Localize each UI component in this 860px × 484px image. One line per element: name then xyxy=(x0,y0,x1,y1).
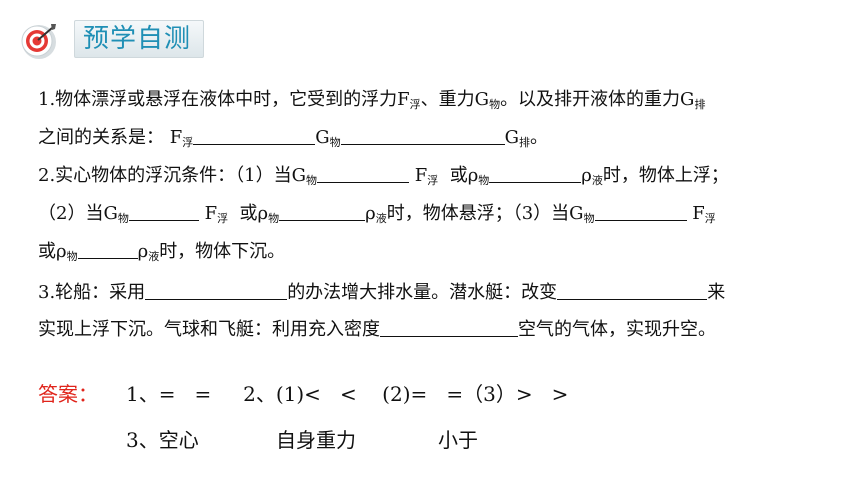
subscript: 排 xyxy=(519,136,530,149)
q2-text: ρ xyxy=(365,203,376,224)
answer-blank[interactable] xyxy=(489,164,582,183)
q1-text: G xyxy=(315,127,330,148)
answer-3-b: 自身重力 xyxy=(276,428,356,452)
page-title: 预学自测 xyxy=(83,24,192,54)
q1-text: 之间的关系是： F xyxy=(38,127,183,148)
answer-blank[interactable] xyxy=(340,126,505,145)
answer-3-a: 3、空心 xyxy=(126,428,199,452)
q1-text: 。 xyxy=(530,127,548,148)
q1-text: 1.物体漂浮或悬浮在液体中时，它受到的浮力F xyxy=(38,89,410,110)
subscript: 物 xyxy=(268,212,280,225)
q2-text: 2.实心物体的浮沉条件：（1）当G xyxy=(38,165,307,186)
subscript: 物 xyxy=(489,98,501,111)
answer-3-c: 小于 xyxy=(438,428,478,452)
answer-label: 答案： xyxy=(38,382,98,406)
q2-text: 或ρ xyxy=(239,203,269,224)
subscript: 物 xyxy=(117,212,129,225)
answer-line-1: 1、= = 2、(1)< < (2)= =（3）> > xyxy=(126,382,569,406)
subscript: 浮 xyxy=(409,98,421,111)
answer-blank[interactable] xyxy=(145,281,288,300)
q3-text: 实现上浮下沉。气球和飞艇：利用充入密度 xyxy=(38,319,380,340)
subscript: 物 xyxy=(478,174,490,187)
answer-blank[interactable] xyxy=(128,202,199,221)
subscript: 物 xyxy=(66,250,78,263)
q3-text: 3.轮船：采用 xyxy=(38,282,146,303)
target-icon xyxy=(21,24,56,59)
answer-blank[interactable] xyxy=(193,126,316,145)
answer-blank[interactable] xyxy=(279,202,366,221)
subscript: 物 xyxy=(583,212,595,225)
subscript: 液 xyxy=(375,212,387,225)
answer-blank[interactable] xyxy=(317,164,410,183)
subscript: 物 xyxy=(329,136,341,149)
question-1-line-1: 1.物体漂浮或悬浮在液体中时，它受到的浮力F浮、重力G物。以及排开液体的重力G排 xyxy=(38,88,848,112)
question-2-line-3: 或ρ物 ρ液时，物体下沉。 xyxy=(38,240,848,264)
subscript: 浮 xyxy=(217,212,229,225)
answer-blank[interactable] xyxy=(77,240,138,259)
q2-text: （2）当G xyxy=(38,203,118,224)
answer-blank[interactable] xyxy=(557,281,708,300)
answer-blank[interactable] xyxy=(380,318,518,337)
subscript: 浮 xyxy=(427,174,439,187)
q2-text: ρ xyxy=(581,165,592,186)
q3-text: 的办法增大排水量。潜水艇：改变 xyxy=(287,282,558,303)
subscript: 液 xyxy=(148,250,160,263)
q2-text: 或ρ xyxy=(449,165,479,186)
q1-text: 。以及排开液体的重力G xyxy=(500,89,695,110)
subscript: 浮 xyxy=(182,136,194,149)
q2-text: F xyxy=(414,165,428,186)
q2-text: ρ xyxy=(137,241,149,262)
q3-text: 来 xyxy=(707,282,726,303)
q3-text: 空气的气体，实现升空。 xyxy=(518,319,716,340)
subscript: 液 xyxy=(591,174,603,187)
q2-text: 时，物体上浮； xyxy=(602,165,729,186)
q1-text: 、重力G xyxy=(420,89,490,110)
q1-text: G xyxy=(504,127,519,148)
q2-text: F xyxy=(204,203,218,224)
title-box: 预学自测 xyxy=(74,20,204,58)
subscript: 浮 xyxy=(704,212,716,225)
q2-text: 时，物体悬浮；（3）当G xyxy=(386,203,584,224)
q2-text: F xyxy=(692,203,705,224)
question-3-line-1: 3.轮船：采用 的办法增大排水量。潜水艇：改变 来 xyxy=(38,281,848,305)
subscript: 物 xyxy=(306,174,318,187)
answer-blank[interactable] xyxy=(594,202,687,221)
section-header: 预学自测 xyxy=(18,14,208,64)
q2-text: 或ρ xyxy=(38,241,67,262)
q2-text: 时，物体下沉。 xyxy=(159,241,286,262)
subscript: 排 xyxy=(694,98,706,111)
question-3-line-2: 实现上浮下沉。气球和飞艇：利用充入密度 空气的气体，实现升空。 xyxy=(38,318,848,342)
